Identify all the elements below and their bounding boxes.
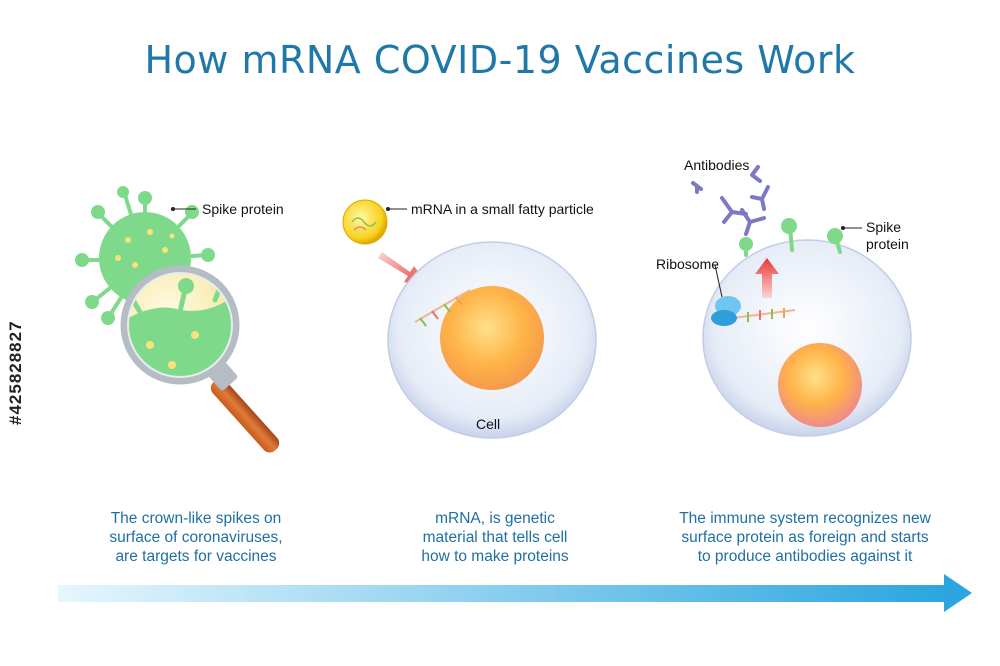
ribosome-leader xyxy=(714,264,723,298)
label-spike-protein: Spike protein xyxy=(202,201,284,217)
spike-protein-leader-dot xyxy=(171,207,175,211)
caption-immune: The immune system recognizes new surface… xyxy=(650,509,960,566)
label-spike-protein-2-line1: Spike xyxy=(866,219,902,235)
caption-line: mRNA, is genetic xyxy=(435,510,555,527)
label-spike-protein-2-line2: protein xyxy=(866,236,909,252)
synthesis-arrow xyxy=(755,258,779,298)
mrna-leader-dot xyxy=(386,207,390,211)
caption-line: to produce antibodies against it xyxy=(697,548,913,565)
caption-line: The crown-like spikes on xyxy=(110,510,282,527)
coronavirus-illustration xyxy=(75,186,215,325)
caption-mrna: mRNA, is genetic material that tells cel… xyxy=(365,509,625,566)
immune-cell-illustration xyxy=(702,239,912,437)
caption-line: material that tells cell xyxy=(422,529,568,546)
caption-line: surface of coronaviruses, xyxy=(109,529,283,546)
antibodies-illustration xyxy=(691,165,770,236)
ribosome-icon xyxy=(711,296,741,326)
caption-line: surface protein as foreign and starts xyxy=(681,529,929,546)
page-title: How mRNA COVID-19 Vaccines Work xyxy=(144,38,856,82)
caption-line: The immune system recognizes new xyxy=(679,510,931,527)
caption-line: how to make proteins xyxy=(421,548,569,565)
spike-protein-2-leader-dot xyxy=(841,226,845,230)
spike-proteins-on-cell xyxy=(739,218,843,257)
label-spike-protein-2: Spike protein xyxy=(866,219,909,253)
cell-illustration xyxy=(387,241,597,439)
caption-line: are targets for vaccines xyxy=(115,548,277,565)
label-cell: Cell xyxy=(476,416,501,432)
label-ribosome: Ribosome xyxy=(656,256,720,272)
magnifying-glass-icon xyxy=(120,265,280,453)
label-antibodies: Antibodies xyxy=(684,157,750,173)
stock-image-id: #425828827 xyxy=(6,320,25,425)
caption-spikes: The crown-like spikes on surface of coro… xyxy=(66,509,326,566)
timeline-arrow xyxy=(58,574,972,612)
lipid-nanoparticle xyxy=(342,199,388,245)
label-mrna-particle: mRNA in a small fatty particle xyxy=(411,201,594,217)
